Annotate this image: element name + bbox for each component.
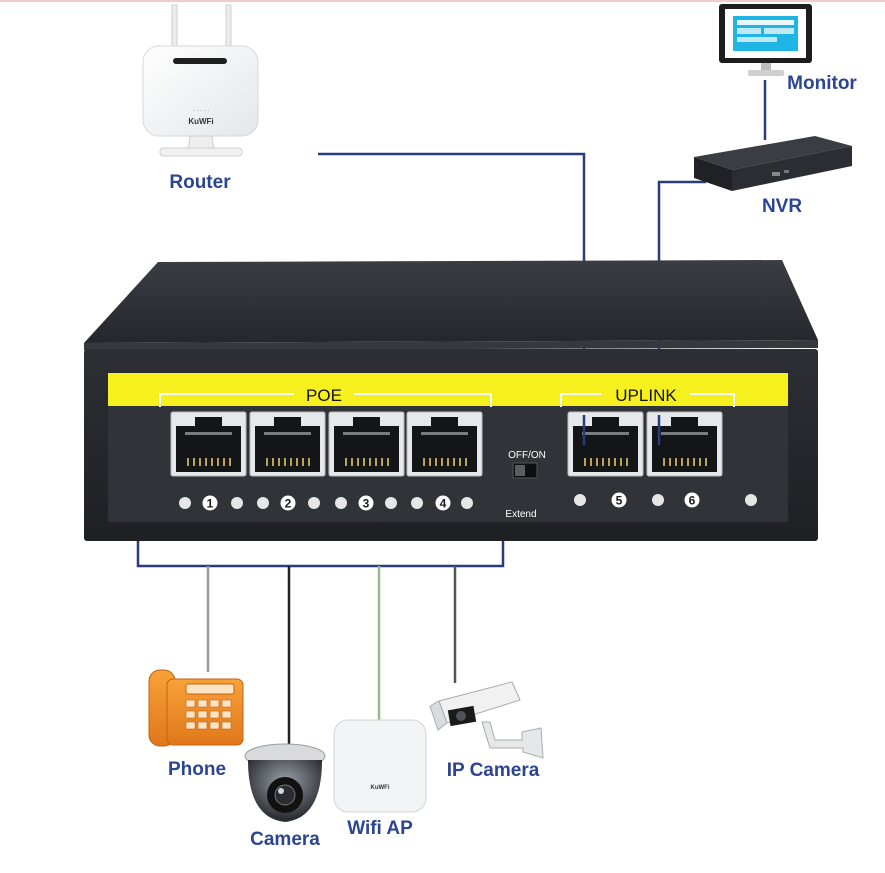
svg-text:· · · · ·: · · · · · (193, 108, 210, 114)
top-rule (0, 0, 885, 2)
nvr-device (694, 136, 852, 191)
poe-switch (84, 260, 818, 541)
wifi-ap-brand: KuWFi (371, 785, 390, 791)
camera-label: Camera (250, 829, 320, 850)
port-number-4: 4 (440, 497, 447, 511)
router-device: · · · · · KuWFi (142, 4, 259, 157)
yellow-stripe (108, 373, 788, 406)
monitor-device (719, 4, 812, 76)
port-number-3: 3 (363, 497, 370, 511)
router-label: Router (169, 172, 231, 193)
port-number-1: 1 (207, 497, 214, 511)
poe-label: POE (306, 386, 342, 405)
extend-label: Extend (505, 509, 536, 520)
phone-label: Phone (168, 759, 226, 780)
nvr-label: NVR (762, 196, 802, 217)
ip-camera-label: IP Camera (447, 760, 540, 781)
wifi-ap-device: KuWFi (333, 719, 427, 813)
phone-device (148, 669, 244, 747)
port-1[interactable] (170, 411, 247, 477)
wifi-ap-label: Wifi AP (347, 818, 413, 839)
status-leds (179, 494, 757, 509)
port-2[interactable] (249, 411, 326, 477)
port-number-badges (202, 492, 700, 511)
port-4[interactable] (406, 411, 483, 477)
port-number-5: 5 (616, 494, 623, 508)
dome-camera-device (244, 743, 326, 822)
port-3[interactable] (328, 411, 405, 477)
port-number-2: 2 (285, 497, 292, 511)
ip-camera-device (429, 681, 544, 759)
uplink-label: UPLINK (615, 386, 677, 405)
port-number-6: 6 (689, 494, 696, 508)
uplink-bracket (560, 393, 735, 407)
toggle-label: OFF/ON (508, 450, 546, 461)
poe-bracket (159, 393, 492, 407)
router-brand: KuWFi (188, 117, 213, 126)
monitor-label: Monitor (787, 73, 857, 94)
port-5[interactable] (567, 411, 644, 477)
